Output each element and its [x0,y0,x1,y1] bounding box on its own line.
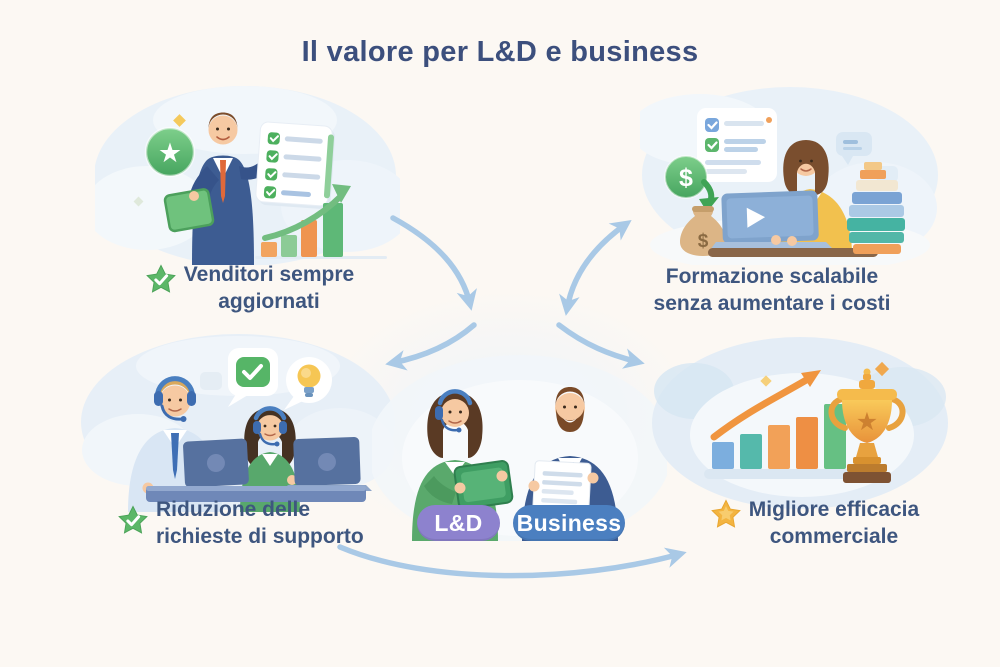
green-star-circle-icon: ★ [144,126,196,178]
business-badge: Business [513,505,625,541]
desk [146,486,366,502]
check-bubble-icon [228,348,278,407]
salesman-figure [163,112,277,265]
caption-line: richieste di supporto [156,524,364,548]
up-arrow-icon [710,370,821,441]
gold-star-icon [710,499,741,550]
desk [708,248,878,257]
caption-line: Venditori sempre [183,263,355,286]
illustration-salesman: ★ [95,80,400,265]
illustration-ld-business [372,336,667,541]
caption-top-left: Venditori sempre aggiornati [100,262,400,315]
green-tablet-icon [163,188,215,233]
arrow-center-to-bottomleft [385,322,477,371]
green-star-check-icon [118,505,148,543]
sparkle-icon [133,114,186,207]
trophy-icon: ★ [828,368,906,483]
arrow-center-topright [559,219,632,316]
svg-text:$: $ [698,231,709,252]
arrow-topleft-to-center [390,215,477,311]
dollar-savings-icon: $ [664,155,719,212]
rising-bar-chart-icon [712,404,846,469]
illustration-scalable-training: $ $ [640,80,940,265]
arrow-bottom-arc [337,544,687,579]
green-star-check-icon [145,264,176,315]
book-stack-icon [847,162,905,254]
lightbulb-bubble-icon [284,357,332,410]
svg-text:$: $ [679,164,693,192]
illustration-support-agents [78,330,398,512]
caption-bottom-right: Migliore efficacia commerciale [690,497,940,550]
page-title: Il valore per L&D e business [301,36,699,68]
caption-line: Migliore efficacia [748,498,920,521]
svg-text:★: ★ [158,138,182,168]
caption-top-right: Formazione scalabile senza aumentare i c… [622,264,922,317]
caption-line: aggiornati [218,289,320,313]
svg-text:★: ★ [856,408,878,436]
checklist-document-icon [255,121,336,210]
growth-bar-chart-icon [255,184,387,259]
caption-line: Riduzione delle [156,498,311,521]
document-icon [532,460,592,516]
caption-bottom-left: Riduzione delle richieste di supporto [118,497,398,550]
caption-line: commerciale [769,524,899,548]
course-card-icon [697,108,777,182]
caption-line: Formazione scalabile [665,265,879,288]
ld-badge: L&D [417,505,500,541]
faded-chat-bubble-icon [200,372,222,390]
chart-platform [704,469,856,479]
illustration-sales-effectiveness: ★ [652,333,950,513]
money-bag-icon: $ [680,206,726,256]
arrow-center-to-bottomright [556,322,645,369]
caption-line: senza aumentare i costi [653,291,891,315]
